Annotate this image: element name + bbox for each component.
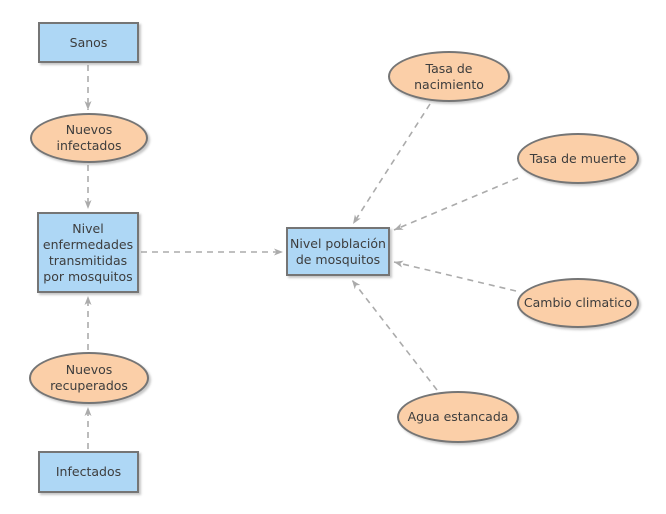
node-nuevos-infectados[interactable]: Nuevos infectados <box>30 113 148 163</box>
node-label: Agua estancada <box>407 409 509 424</box>
node-label: Sanos <box>69 34 108 50</box>
node-label: Nuevos infectados <box>56 122 122 153</box>
node-cambio-climatico[interactable]: Cambio climatico <box>517 278 639 328</box>
node-label: Cambio climatico <box>523 295 633 310</box>
node-label: Tasa de nacimiento <box>414 60 484 92</box>
node-tasa-nacimiento[interactable]: Tasa de nacimiento <box>388 51 510 102</box>
arrow-tasa-muerte-to-nivel-poblacion <box>393 177 519 231</box>
arrow-cambio-climatico-to-nivel-poblacion <box>393 260 517 292</box>
node-agua-estancada[interactable]: Agua estancada <box>397 391 519 443</box>
arrow-tasa-nacimiento-to-nivel-poblacion <box>352 103 431 225</box>
node-label: Tasa de muerte <box>529 150 627 166</box>
node-nivel-poblacion-mosquitos[interactable]: Nivel población de mosquitos <box>286 227 390 276</box>
node-infectados[interactable]: Infectados <box>38 451 139 493</box>
node-label: Infectados <box>55 464 122 479</box>
node-tasa-muerte[interactable]: Tasa de muerte <box>517 133 639 184</box>
node-label: Nivel enfermedades transmitidas por mosq… <box>42 220 134 284</box>
arrow-agua-estancada-to-nivel-poblacion <box>351 279 438 391</box>
node-label: Nivel población de mosquitos <box>290 235 386 267</box>
node-sanos[interactable]: Sanos <box>38 22 139 63</box>
node-nuevos-recuperados[interactable]: Nuevos recuperados <box>29 352 149 404</box>
node-label: Nuevos recuperados <box>50 362 128 393</box>
node-nivel-enfermedades[interactable]: Nivel enfermedades transmitidas por mosq… <box>37 212 139 293</box>
